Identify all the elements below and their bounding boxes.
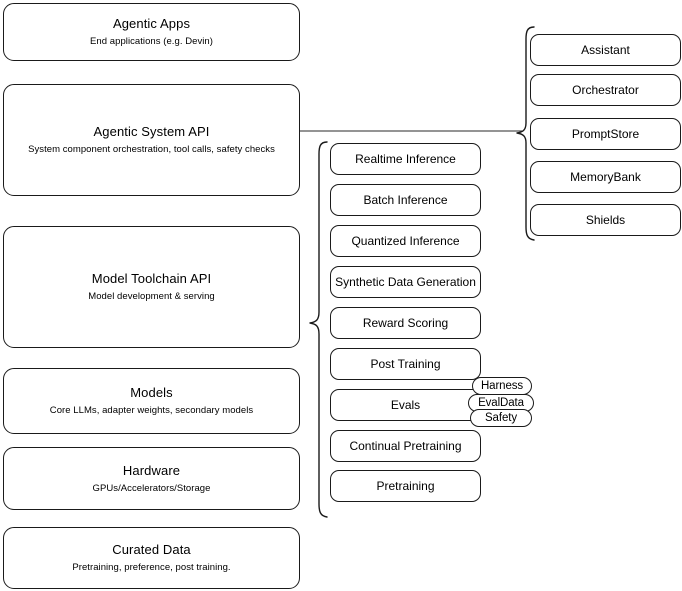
stack-layer-model-toolchain-api[interactable]: Model Toolchain API Model development & … [3, 226, 300, 348]
stack-layer-agentic-apps[interactable]: Agentic Apps End applications (e.g. Devi… [3, 3, 300, 61]
toolchain-item-label: Evals [390, 398, 421, 412]
toolchain-item-label: Continual Pretraining [349, 439, 462, 453]
layer-title: Model Toolchain API [91, 271, 212, 286]
system-item-promptstore[interactable]: PromptStore [530, 118, 681, 150]
system-item-label: PromptStore [571, 127, 640, 141]
system-item-memorybank[interactable]: MemoryBank [530, 161, 681, 193]
layer-subtitle: GPUs/Accelerators/Storage [92, 482, 211, 494]
layer-subtitle: System component orchestration, tool cal… [28, 144, 275, 155]
eval-tag-harness[interactable]: Harness [472, 377, 532, 395]
layer-subtitle: Pretraining, preference, post training. [72, 562, 231, 573]
toolchain-item-batch-inference[interactable]: Batch Inference [330, 184, 481, 216]
toolchain-item-continual-pretraining[interactable]: Continual Pretraining [330, 430, 481, 462]
eval-tag-safety[interactable]: Safety [470, 409, 532, 427]
layer-title: Models [130, 385, 173, 400]
system-api-to-components-line [300, 124, 524, 138]
eval-tag-evaldata[interactable]: EvalData [468, 394, 534, 412]
toolchain-item-post-training[interactable]: Post Training [330, 348, 481, 380]
toolchain-item-reward-scoring[interactable]: Reward Scoring [330, 307, 481, 339]
stack-layer-models[interactable]: Models Core LLMs, adapter weights, secon… [3, 368, 300, 434]
toolchain-item-label: Pretraining [376, 479, 435, 493]
toolchain-item-label: Quantized Inference [351, 234, 460, 248]
system-item-label: Assistant [581, 43, 630, 57]
system-item-shields[interactable]: Shields [530, 204, 681, 236]
system-item-label: Orchestrator [572, 83, 639, 97]
eval-tag-label: Safety [484, 411, 517, 424]
system-item-label: MemoryBank [570, 170, 641, 184]
layer-title: Agentic Apps [112, 16, 191, 31]
toolchain-item-pretraining[interactable]: Pretraining [330, 470, 481, 502]
toolchain-item-evals[interactable]: Evals [330, 389, 481, 421]
layer-title: Agentic System API [93, 124, 210, 139]
layer-title: Curated Data [112, 542, 191, 557]
stack-layer-hardware[interactable]: Hardware GPUs/Accelerators/Storage [3, 447, 300, 510]
toolchain-item-synthetic-data-generation[interactable]: Synthetic Data Generation [330, 266, 481, 298]
stack-layer-curated-data[interactable]: Curated Data Pretraining, preference, po… [3, 527, 300, 589]
toolchain-item-quantized-inference[interactable]: Quantized Inference [330, 225, 481, 257]
toolchain-item-label: Batch Inference [363, 193, 448, 207]
system-item-assistant[interactable]: Assistant [530, 34, 681, 66]
toolchain-item-realtime-inference[interactable]: Realtime Inference [330, 143, 481, 175]
model-toolchain-brace [303, 140, 329, 520]
layer-subtitle: End applications (e.g. Devin) [90, 36, 213, 47]
layer-subtitle: Model development & serving [88, 291, 215, 302]
system-item-orchestrator[interactable]: Orchestrator [530, 74, 681, 106]
layer-subtitle: Core LLMs, adapter weights, secondary mo… [49, 405, 254, 416]
toolchain-item-label: Realtime Inference [355, 152, 456, 166]
stack-layer-agentic-system-api[interactable]: Agentic System API System component orch… [3, 84, 300, 196]
eval-tag-label: EvalData [478, 396, 524, 409]
toolchain-item-label: Reward Scoring [362, 316, 449, 330]
toolchain-item-label: Post Training [370, 357, 441, 371]
eval-tag-label: Harness [480, 379, 524, 392]
system-item-label: Shields [585, 213, 626, 227]
toolchain-item-label: Synthetic Data Generation [335, 275, 476, 289]
layer-title: Hardware [122, 462, 181, 478]
